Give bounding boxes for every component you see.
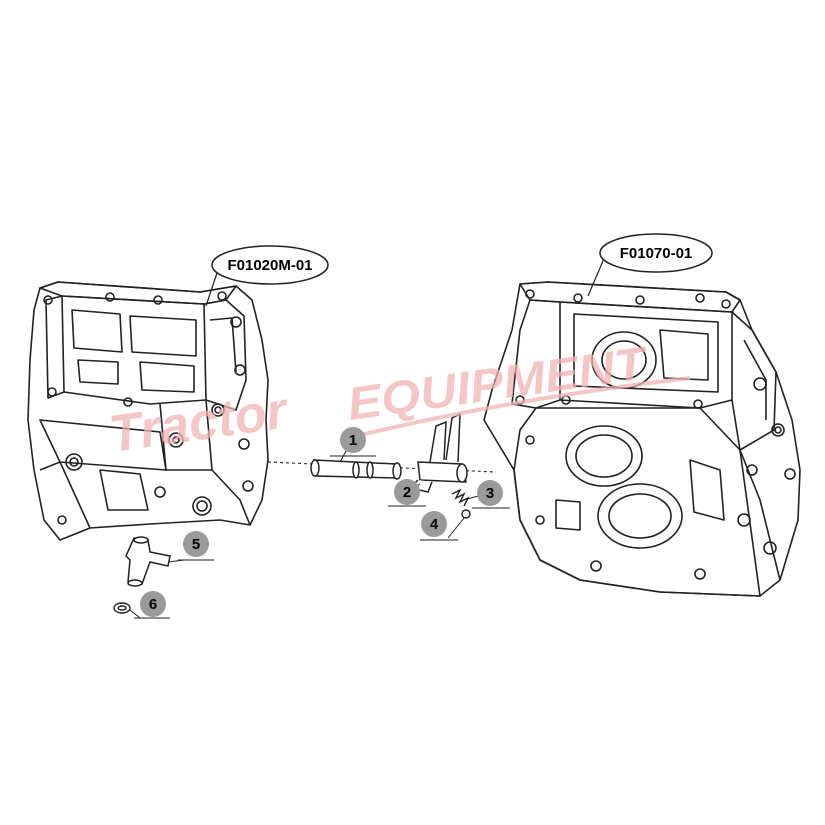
callout-right-housing-label: F01070-01 <box>620 245 693 262</box>
svg-text:5: 5 <box>192 536 200 553</box>
badge-part-2: 2 <box>388 479 426 507</box>
svg-text:6: 6 <box>149 596 157 613</box>
badge-part-6: 6 <box>129 591 170 619</box>
svg-text:2: 2 <box>403 484 411 501</box>
part-5-pin <box>125 536 171 587</box>
callout-left-housing-label: F01020M-01 <box>227 257 312 274</box>
part-4-ball <box>461 509 471 519</box>
badge-part-4: 4 <box>420 511 465 541</box>
svg-text:3: 3 <box>486 485 494 502</box>
part-6-circlip <box>113 602 131 614</box>
left-transmission-housing <box>27 281 269 541</box>
svg-text:1: 1 <box>349 432 357 449</box>
callout-left-housing: F01020M-01 <box>205 245 329 307</box>
part-3-spring <box>451 488 470 507</box>
badge-part-5: 5 <box>167 531 214 563</box>
svg-text:4: 4 <box>430 516 439 533</box>
part-1-shift-shaft <box>310 459 402 480</box>
right-transmission-housing <box>483 281 801 597</box>
callout-right-housing: F01070-01 <box>587 233 713 297</box>
part-2-shift-fork <box>408 412 468 493</box>
badge-part-3: 3 <box>463 480 510 509</box>
badge-part-1: 1 <box>330 427 376 463</box>
